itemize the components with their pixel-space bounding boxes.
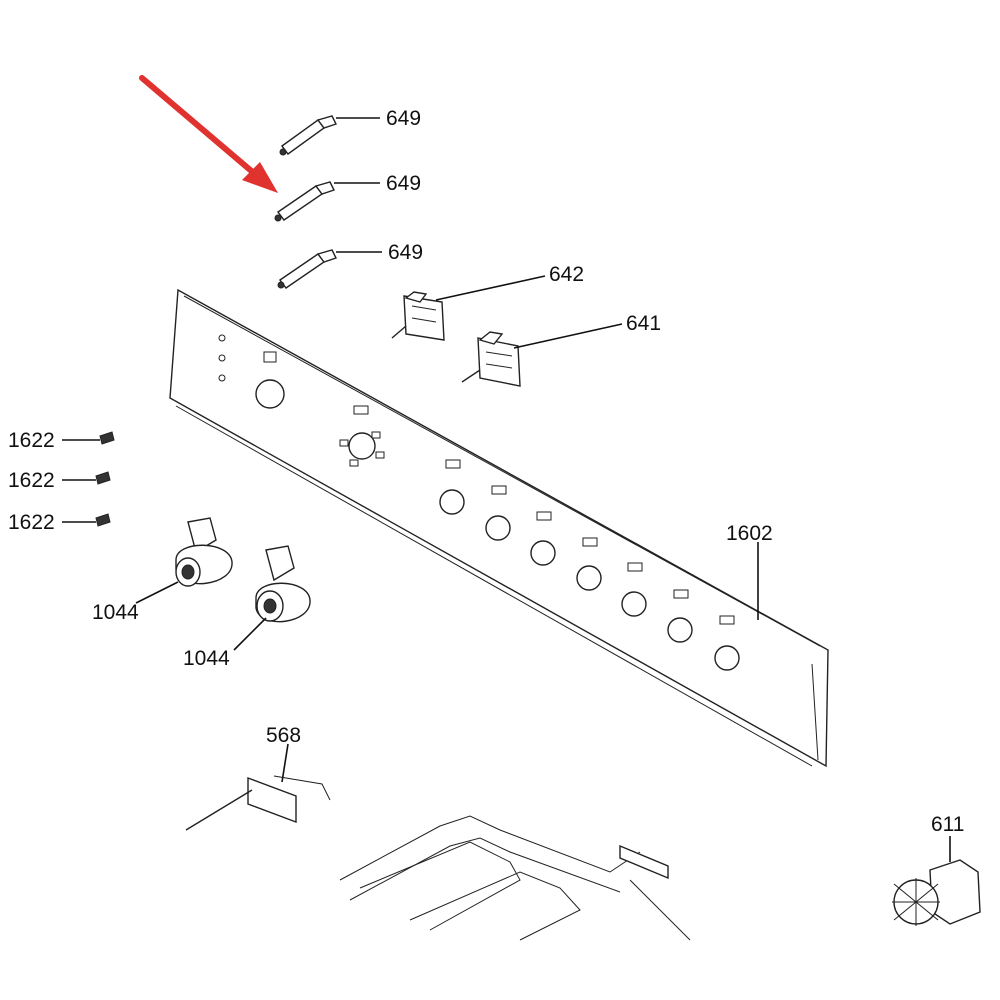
callout-switch-642: 642 — [549, 263, 584, 286]
callout-igniter-3: 649 — [388, 241, 423, 264]
bracket-568[interactable] — [185, 743, 331, 831]
screw-1[interactable] — [62, 431, 115, 445]
screw-3[interactable] — [62, 513, 111, 527]
callout-screw-3: 1622 — [8, 511, 55, 534]
callout-bracket: 568 — [266, 724, 301, 747]
knob-1[interactable] — [135, 517, 233, 604]
callout-knob-1: 1044 — [92, 601, 139, 624]
callout-igniter-2: 649 — [386, 172, 421, 195]
callout-control-panel: 1602 — [726, 522, 773, 545]
callout-knob-2: 1044 — [183, 647, 230, 670]
igniter-part-1[interactable] — [279, 115, 380, 156]
switch-641[interactable] — [461, 323, 623, 387]
convection-motor-611[interactable] — [892, 836, 981, 926]
callout-screw-1: 1622 — [8, 429, 55, 452]
igniter-part-3[interactable] — [277, 249, 382, 289]
heating-element[interactable] — [339, 815, 691, 941]
igniter-part-2[interactable] — [274, 181, 380, 222]
callout-screw-2: 1622 — [8, 469, 55, 492]
control-panel[interactable] — [169, 288, 829, 768]
switch-642[interactable] — [391, 275, 546, 341]
callout-switch-641: 641 — [626, 312, 661, 335]
screw-2[interactable] — [62, 471, 111, 485]
callout-motor: 611 — [931, 813, 964, 836]
callout-igniter-1: 649 — [386, 107, 421, 130]
red-pointer-arrow — [139, 75, 278, 193]
knob-2[interactable] — [233, 545, 311, 651]
